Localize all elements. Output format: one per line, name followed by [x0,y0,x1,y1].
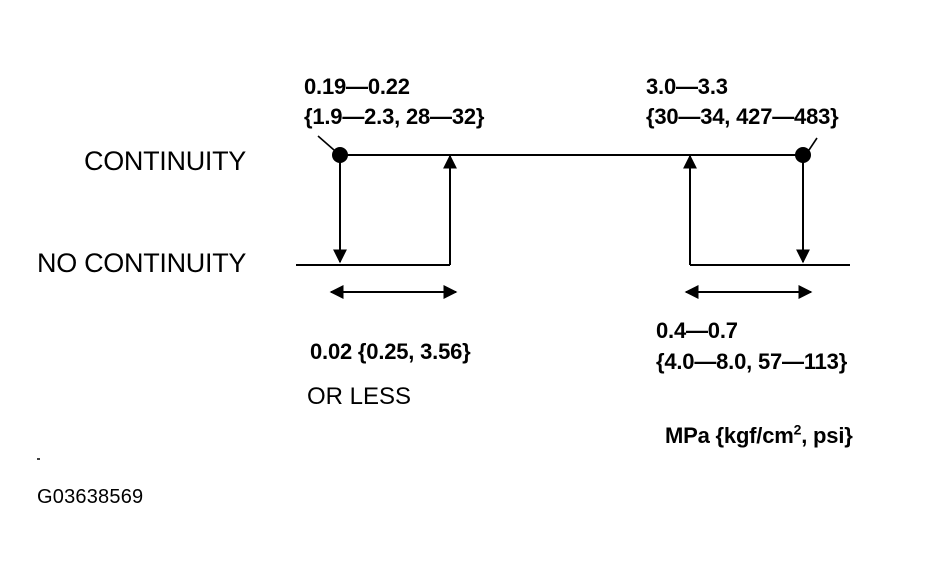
low-hysteresis-note: OR LESS [307,383,412,410]
low-setpoint-leader [317,135,335,151]
high-off-range-line2: {30—34, 427—483} [646,104,839,129]
units-suffix: , psi} [801,423,853,448]
low-hysteresis-value: 0.02 {0.25, 3.56} [310,339,471,364]
low-on-range-line1: 0.19—0.22 [304,74,410,99]
figure-code: G03638569 [37,486,144,508]
no-continuity-label: NO CONTINUITY [37,248,247,278]
units-superscript: 2 [793,421,802,438]
high-hysteresis-line1: 0.4—0.7 [656,318,738,343]
high-setpoint-dot [795,147,811,163]
high-off-range-line1: 3.0—3.3 [646,74,728,99]
continuity-label: CONTINUITY [84,146,246,176]
units-prefix: MPa {kgf/cm [665,423,794,448]
units-label: MPa {kgf/cm2, psi} [665,421,853,448]
low-on-range-line2: {1.9—2.3, 28—32} [304,104,485,129]
low-setpoint-dot [332,147,348,163]
high-hysteresis-line2: {4.0—8.0, 57—113} [656,349,848,374]
high-setpoint-leader [808,137,818,151]
